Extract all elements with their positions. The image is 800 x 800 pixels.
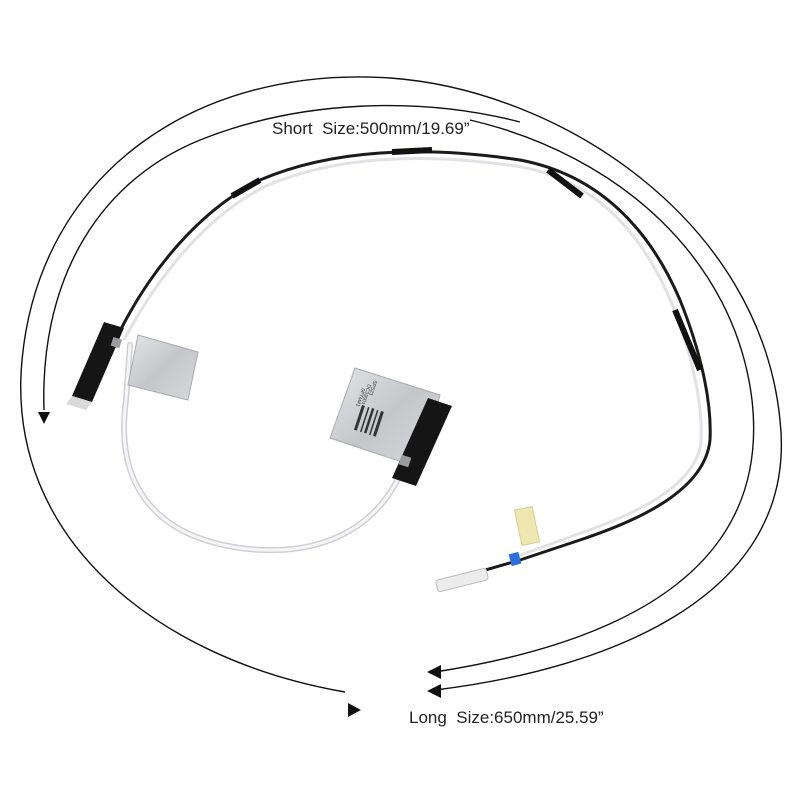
long-arc-arrow-lower-icon bbox=[427, 684, 441, 698]
white-cable-upper bbox=[122, 157, 703, 558]
long-size-arc bbox=[20, 76, 783, 693]
short-size-arc bbox=[43, 104, 521, 411]
white-cable-short-highlight bbox=[122, 343, 407, 552]
long-arc-arrow-bottom-icon bbox=[348, 703, 361, 717]
antenna-label-line1: 0PTM41 bbox=[354, 387, 366, 407]
right-antenna-tab bbox=[398, 454, 412, 468]
connector-housing bbox=[435, 568, 489, 592]
cable-sleeve bbox=[230, 177, 262, 199]
blue-clip bbox=[508, 551, 522, 567]
tape-flag bbox=[513, 505, 541, 547]
long-size-label: Long Size:650mm/25.59” bbox=[409, 708, 604, 727]
cable-sleeve bbox=[546, 167, 584, 199]
left-antenna-tab bbox=[110, 336, 122, 349]
black-cable-upper bbox=[116, 150, 712, 562]
antenna-label-line3: SPS23 bbox=[367, 379, 378, 396]
cable-sleeve bbox=[672, 308, 703, 372]
long-size-arc-inner bbox=[434, 119, 755, 673]
cable-sleeve bbox=[391, 147, 433, 155]
short-arc-arrow-icon bbox=[38, 412, 50, 424]
left-antenna-edge bbox=[66, 396, 92, 410]
short-size-label: Short Size:500mm/19.69” bbox=[272, 119, 470, 138]
right-antenna-barcode bbox=[353, 405, 384, 437]
left-antenna-body bbox=[72, 322, 124, 402]
left-antenna-foil bbox=[127, 334, 199, 401]
long-arc-arrow-upper-icon bbox=[427, 665, 441, 679]
